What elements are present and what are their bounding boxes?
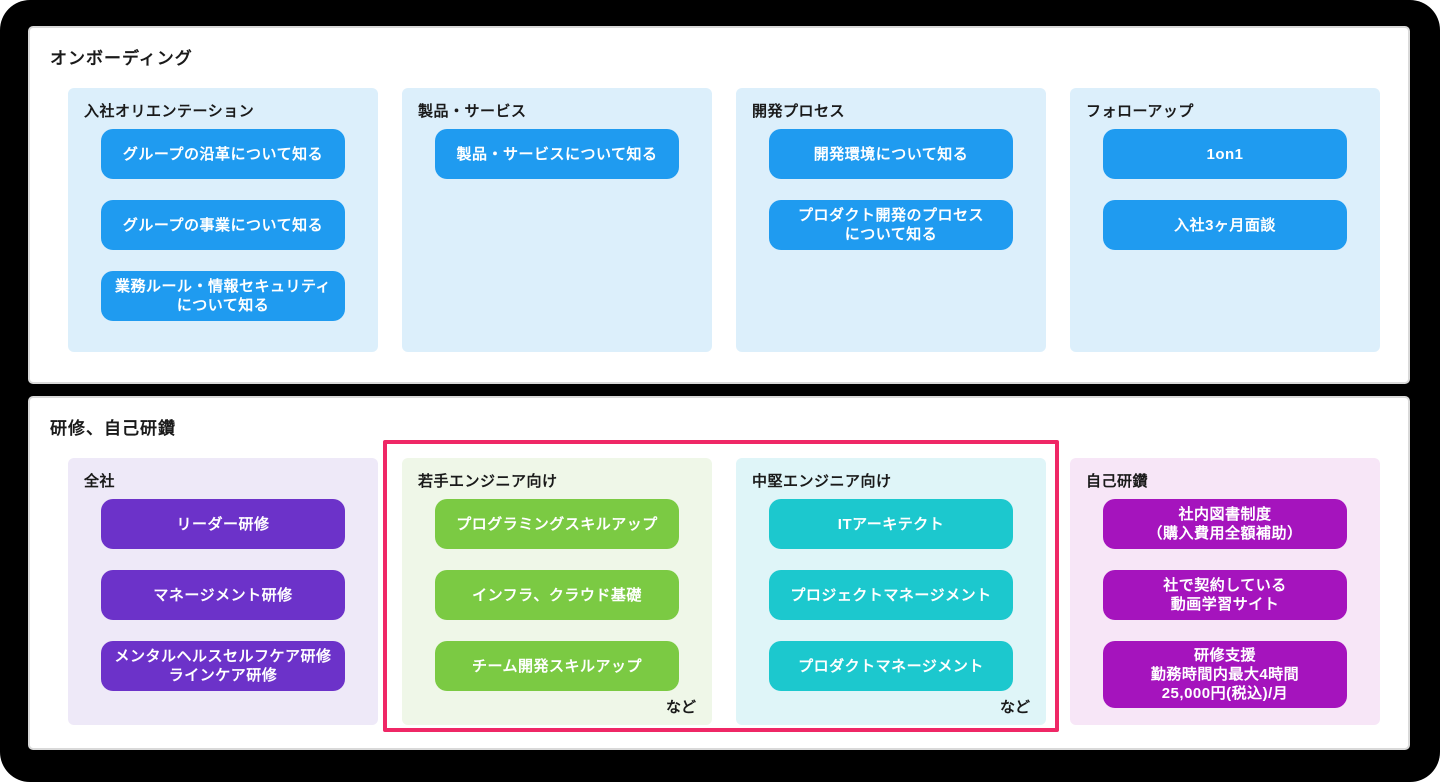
chip-label: 製品・サービスについて知る bbox=[456, 145, 658, 163]
columns-row: 入社オリエンテーショングループの沿革について知るグループの事業について知る業務ル… bbox=[68, 88, 1380, 352]
topic-chip: グループの沿革について知る bbox=[101, 129, 345, 179]
topic-chip: グループの事業について知る bbox=[101, 200, 345, 250]
topic-chip: 業務ルール・情報セキュリティについて知る bbox=[101, 271, 345, 321]
topic-chip: リーダー研修 bbox=[101, 499, 345, 549]
chip-label: メンタルヘルスセルフケア研修 bbox=[114, 648, 332, 665]
category-column: 自己研鑽社内図書制度（購入費用全額補助）社で契約している動画学習サイト研修支援勤… bbox=[1070, 458, 1380, 725]
item-list: 開発環境について知るプロダクト開発のプロセスについて知る bbox=[736, 129, 1046, 250]
etc-note: など bbox=[999, 699, 1030, 716]
topic-chip: 1on1 bbox=[1103, 129, 1347, 179]
item-list: 製品・サービスについて知る bbox=[402, 129, 712, 179]
category-column: 製品・サービス製品・サービスについて知る bbox=[402, 88, 712, 352]
chip-label: プログラミングスキルアップ bbox=[456, 515, 658, 533]
chip-label: 社内図書制度 bbox=[1178, 506, 1272, 523]
category-column: 開発プロセス開発環境について知るプロダクト開発のプロセスについて知る bbox=[736, 88, 1046, 352]
topic-chip: チーム開発スキルアップ bbox=[435, 641, 679, 691]
column-title: フォローアップ bbox=[1086, 103, 1194, 120]
chip-label: 動画学習サイト bbox=[1170, 596, 1280, 613]
chip-label: チーム開発スキルアップ bbox=[471, 657, 643, 675]
chip-label: 入社3ヶ月面談 bbox=[1174, 216, 1276, 234]
column-title: 製品・サービス bbox=[418, 103, 527, 120]
chip-label: プロダクト開発のプロセス bbox=[797, 207, 984, 224]
item-list: ITアーキテクトプロジェクトマネージメントプロダクトマネージメント bbox=[736, 499, 1046, 691]
chip-label: プロジェクトマネージメント bbox=[790, 586, 992, 604]
column-title: 全社 bbox=[84, 473, 116, 490]
onboarding-panel: オンボーディング 入社オリエンテーショングループの沿革について知るグループの事業… bbox=[28, 26, 1410, 384]
item-list: プログラミングスキルアップインフラ、クラウド基礎チーム開発スキルアップ bbox=[402, 499, 712, 691]
chip-label: 1on1 bbox=[1206, 145, 1244, 163]
category-column: 入社オリエンテーショングループの沿革について知るグループの事業について知る業務ル… bbox=[68, 88, 378, 352]
chip-label: 25,000円(税込)/月 bbox=[1161, 685, 1289, 702]
training-panel-title: 研修、自己研鑽 bbox=[50, 419, 176, 438]
topic-chip: プロジェクトマネージメント bbox=[769, 570, 1013, 620]
columns-row: 全社リーダー研修マネージメント研修メンタルヘルスセルフケア研修ラインケア研修若手… bbox=[68, 458, 1380, 725]
topic-chip: プロダクトマネージメント bbox=[769, 641, 1013, 691]
category-column: 全社リーダー研修マネージメント研修メンタルヘルスセルフケア研修ラインケア研修 bbox=[68, 458, 378, 725]
topic-chip: メンタルヘルスセルフケア研修ラインケア研修 bbox=[101, 641, 345, 691]
chip-label: プロダクトマネージメント bbox=[798, 657, 984, 675]
topic-chip: 製品・サービスについて知る bbox=[435, 129, 679, 179]
topic-chip: ITアーキテクト bbox=[769, 499, 1013, 549]
chip-label: 業務ルール・情報セキュリティ bbox=[114, 278, 332, 295]
topic-chip: マネージメント研修 bbox=[101, 570, 345, 620]
topic-chip: 開発環境について知る bbox=[769, 129, 1013, 179]
column-title: 開発プロセス bbox=[752, 103, 846, 120]
chip-label: リーダー研修 bbox=[176, 515, 270, 533]
chip-label: 社で契約している bbox=[1163, 577, 1287, 594]
topic-chip: 入社3ヶ月面談 bbox=[1103, 200, 1347, 250]
chip-label: について知る bbox=[844, 226, 938, 243]
topic-chip: プログラミングスキルアップ bbox=[435, 499, 679, 549]
topic-chip: プロダクト開発のプロセスについて知る bbox=[769, 200, 1013, 250]
category-column: 中堅エンジニア向け ITアーキテクトプロジェクトマネージメントプロダクトマネージメ… bbox=[736, 458, 1046, 725]
chip-label: 開発環境について知る bbox=[813, 145, 969, 163]
item-list: グループの沿革について知るグループの事業について知る業務ルール・情報セキュリティ… bbox=[68, 129, 378, 321]
category-column: フォローアップ 1on1 入社3ヶ月面談 bbox=[1070, 88, 1380, 352]
onboarding-panel-title: オンボーディング bbox=[50, 49, 193, 68]
column-title: 若手エンジニア向け bbox=[418, 473, 558, 490]
chip-label: グループの事業について知る bbox=[122, 216, 324, 234]
item-list: リーダー研修マネージメント研修メンタルヘルスセルフケア研修ラインケア研修 bbox=[68, 499, 378, 691]
category-column: 若手エンジニア向けプログラミングスキルアップインフラ、クラウド基礎チーム開発スキ… bbox=[402, 458, 712, 725]
training-panel: 研修、自己研鑽 全社リーダー研修マネージメント研修メンタルヘルスセルフケア研修ラ… bbox=[28, 396, 1410, 750]
topic-chip: 研修支援勤務時間内最大4時間 25,000円(税込)/月 bbox=[1103, 641, 1347, 708]
chip-label: ラインケア研修 bbox=[168, 667, 278, 684]
etc-note: など bbox=[665, 699, 696, 716]
topic-chip: 社内図書制度 （購入費用全額補助） bbox=[1103, 499, 1347, 549]
column-title: 入社オリエンテーション bbox=[84, 103, 255, 120]
column-title: 自己研鑽 bbox=[1086, 473, 1149, 490]
column-title: 中堅エンジニア向け bbox=[752, 473, 892, 490]
chip-label: グループの沿革について知る bbox=[122, 145, 324, 163]
chip-label: について知る bbox=[176, 297, 270, 314]
chip-label: マネージメント研修 bbox=[153, 586, 293, 604]
chip-label: （購入費用全額補助） bbox=[1147, 525, 1303, 542]
chip-label: インフラ、クラウド基礎 bbox=[472, 586, 642, 604]
chip-label: 勤務時間内最大4時間 bbox=[1150, 666, 1300, 683]
topic-chip: インフラ、クラウド基礎 bbox=[435, 570, 679, 620]
item-list: 社内図書制度（購入費用全額補助）社で契約している動画学習サイト研修支援勤務時間内… bbox=[1070, 499, 1380, 708]
topic-chip: 社で契約している動画学習サイト bbox=[1103, 570, 1347, 620]
chip-label: 研修支援 bbox=[1193, 647, 1256, 664]
item-list: 1on1 入社3ヶ月面談 bbox=[1070, 129, 1380, 250]
chip-label: ITアーキテクト bbox=[837, 515, 945, 533]
